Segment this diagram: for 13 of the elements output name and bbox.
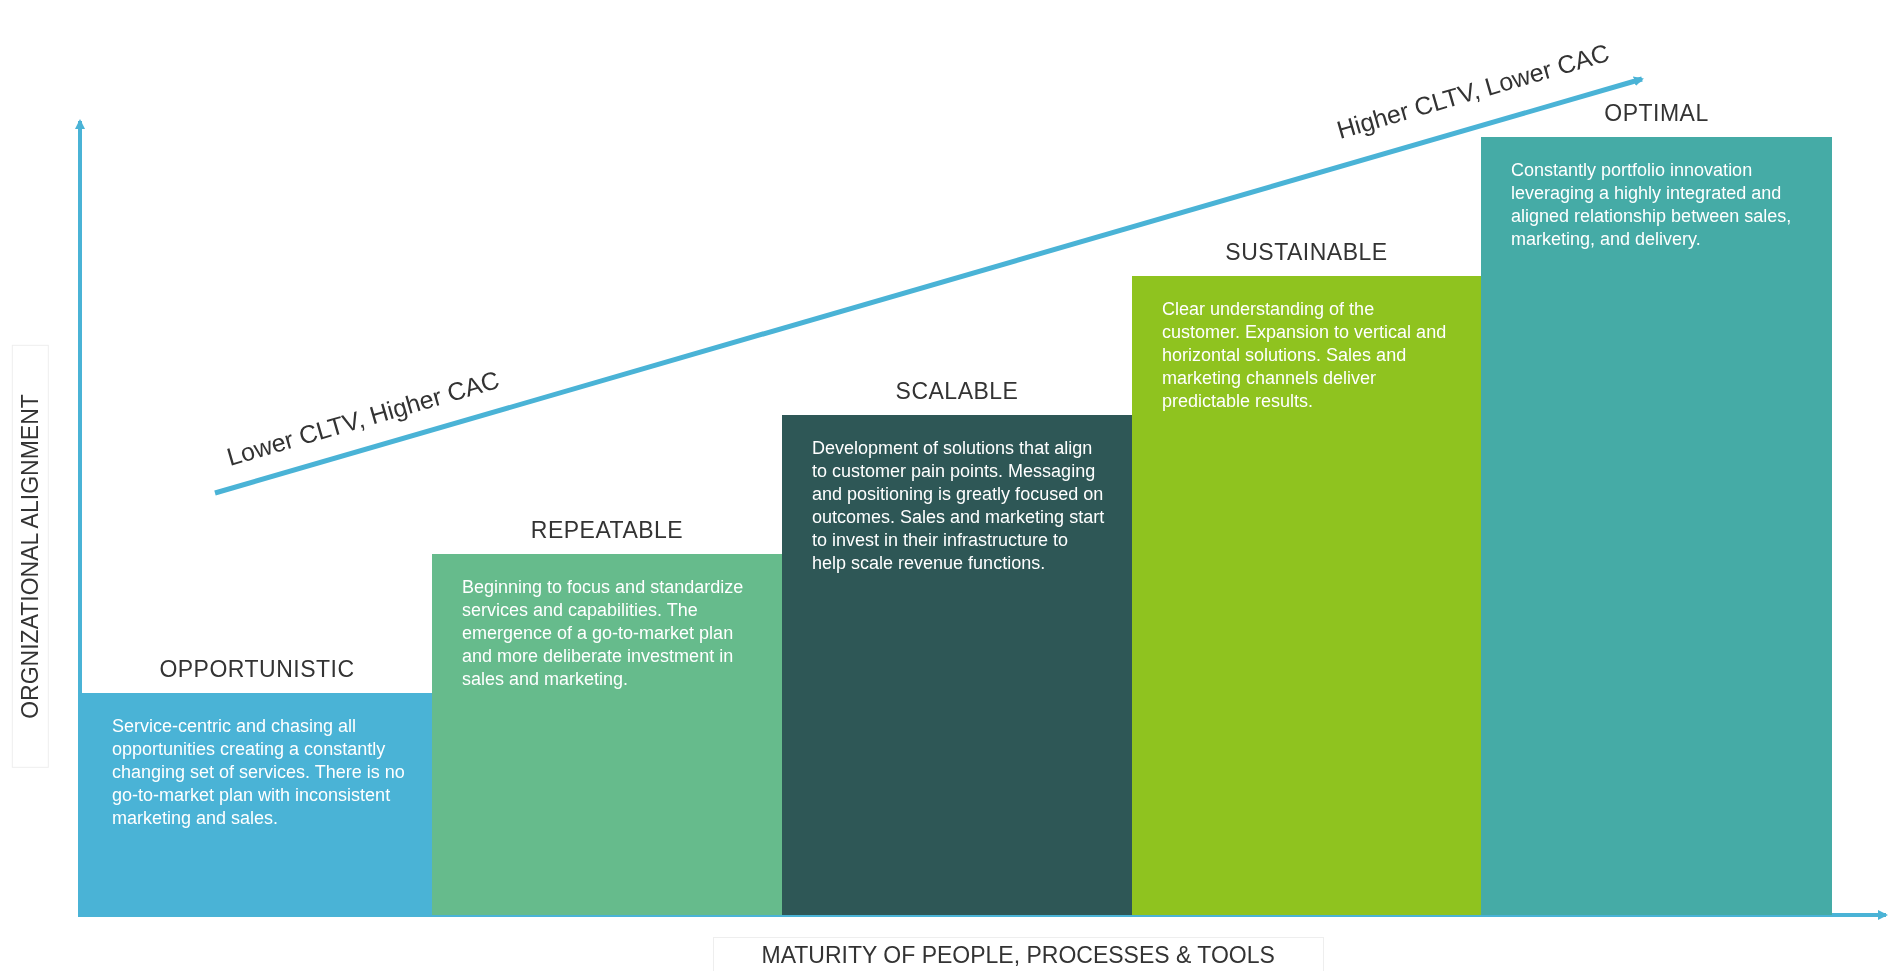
step-description: Beginning to focus and standardize services and capabilities. The emergence of a go-to-market plan and more deliberate investment in sales and marketing. [462, 576, 745, 691]
step-heading: SCALABLE [894, 377, 1020, 406]
step-description: Clear understanding of the customer. Expansion to vertical and horizontal solutions. Sales and marketing channels deliver predictable results. [1162, 298, 1448, 413]
arrow-label: Lower CLTV, Higher CAC [223, 364, 503, 472]
step-heading: OPTIMAL [1603, 99, 1710, 128]
axis-title: ORGNIZATIONAL ALIGNMENT [11, 344, 49, 768]
step-heading: OPPORTUNISTIC [158, 655, 356, 684]
step-description: Service-centric and chasing all opportunities creating a constantly changing set of services. There is no go-to-market plan with inconsistent marketing and sales. [112, 715, 406, 830]
step-description: Development of solutions that align to customer pain points. Messaging and positioning is greatly focused on outcomes. Sales and marketing start to invest in their infrastructure to help scale revenue functions. [812, 437, 1106, 575]
step-heading: SUSTAINABLE [1224, 238, 1389, 267]
step-heading: REPEATABLE [529, 516, 685, 545]
step-description: Constantly portfolio innovation leveraging a highly integrated and aligned relationship between sales, marketing, and delivery. [1511, 159, 1793, 251]
axis-title: MATURITY OF PEOPLE, PROCESSES & TOOLS [712, 936, 1324, 971]
